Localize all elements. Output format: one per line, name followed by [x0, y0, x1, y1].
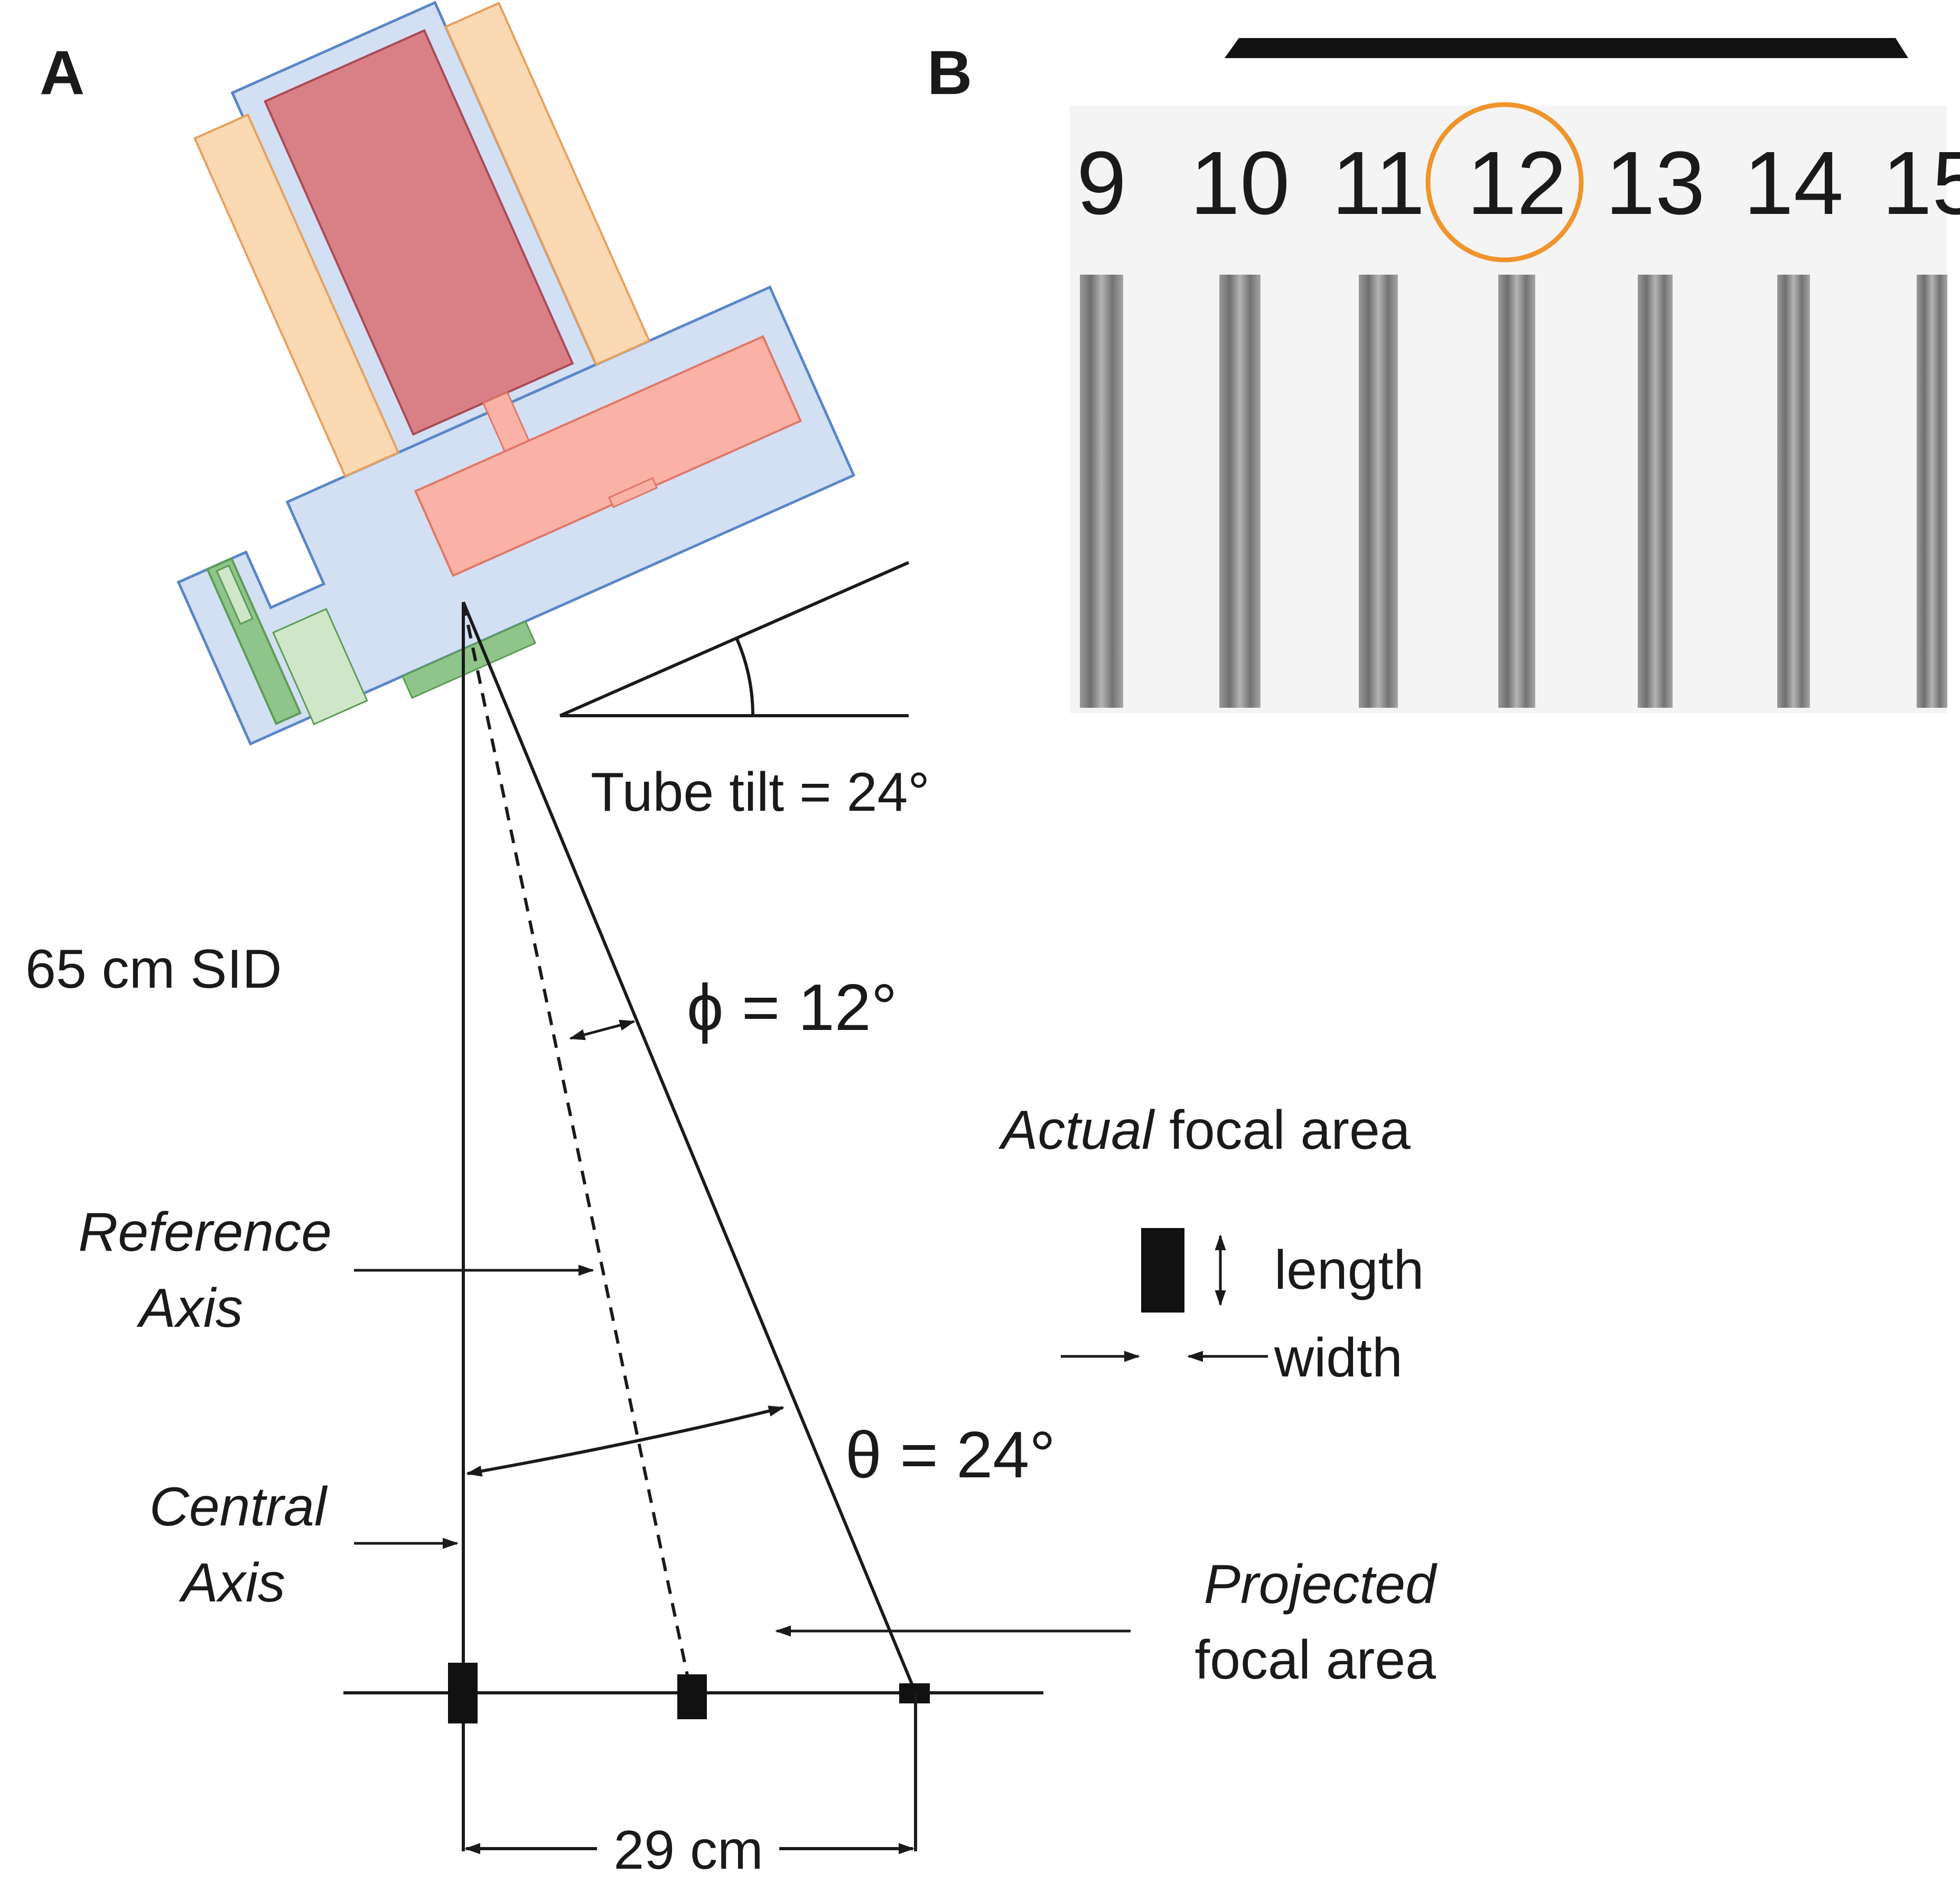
theta-label: θ = 24° — [845, 1419, 1056, 1492]
actual-focal-spot — [1141, 1228, 1184, 1313]
pattern-bar-13 — [1638, 275, 1673, 708]
coil-right — [444, 2, 651, 366]
pattern-number-15: 15 — [1882, 133, 1960, 233]
theta-arc — [466, 1405, 785, 1477]
sid-label: 65 cm SID — [25, 939, 282, 1000]
central-axis-label: Central — [150, 1476, 328, 1538]
pattern-number-10: 10 — [1190, 133, 1290, 233]
phi-angle-indicator — [569, 1019, 636, 1041]
pattern-number-14: 14 — [1743, 133, 1843, 233]
pattern-number-12: 12 — [1467, 133, 1566, 233]
pattern-number-11: 11 — [1332, 133, 1425, 233]
pattern-bar-12 — [1498, 275, 1535, 708]
panel-a-letter: A — [40, 38, 85, 108]
phi-label: ϕ = 12° — [687, 971, 897, 1044]
test-pattern-numbers: 9 10 11 12 13 14 15 — [1077, 133, 1960, 233]
panel-b-letter: B — [927, 38, 972, 108]
reference-axis-label-2: Axis — [136, 1278, 243, 1339]
reference-axis-label: Reference — [78, 1202, 332, 1263]
width-label: width — [1274, 1327, 1403, 1389]
tube-tilt-indicator — [559, 561, 910, 717]
projected-focal-area-label: Projected — [1204, 1554, 1438, 1615]
pattern-bar-15 — [1917, 275, 1947, 708]
pattern-bar-10 — [1219, 275, 1261, 708]
pattern-number-13: 13 — [1605, 133, 1705, 233]
pattern-bar-14 — [1777, 275, 1810, 708]
edge-ray-line — [462, 601, 917, 1694]
x-ray-tube — [176, 1, 856, 746]
projected-focal-spot-reference — [677, 1674, 707, 1719]
pattern-bar-9 — [1080, 275, 1123, 708]
length-label: length — [1274, 1240, 1424, 1301]
resolution-bar — [1225, 38, 1908, 58]
projected-focal-area-label-2: focal area — [1194, 1629, 1436, 1691]
distance-dimension — [464, 1693, 917, 1854]
actual-focal-area-label: Actual focal area — [998, 1100, 1411, 1161]
distance-label: 29 cm — [613, 1820, 763, 1881]
projected-focal-spot-central — [448, 1663, 478, 1723]
pattern-number-9: 9 — [1077, 133, 1127, 233]
highlight-circle — [1425, 102, 1584, 263]
collimator-light — [272, 607, 368, 726]
cathode-filament — [608, 477, 658, 509]
central-axis-label-2: Axis — [179, 1552, 285, 1614]
pattern-bar-11 — [1359, 275, 1398, 708]
actual-emph: Actual — [998, 1100, 1155, 1161]
tube-tilt-label: Tube tilt = 24° — [591, 762, 930, 823]
actual-rest: focal area — [1154, 1100, 1411, 1161]
coil-left — [193, 113, 400, 478]
test-pattern-bars — [1080, 275, 1947, 708]
collimator-inner — [216, 564, 254, 625]
